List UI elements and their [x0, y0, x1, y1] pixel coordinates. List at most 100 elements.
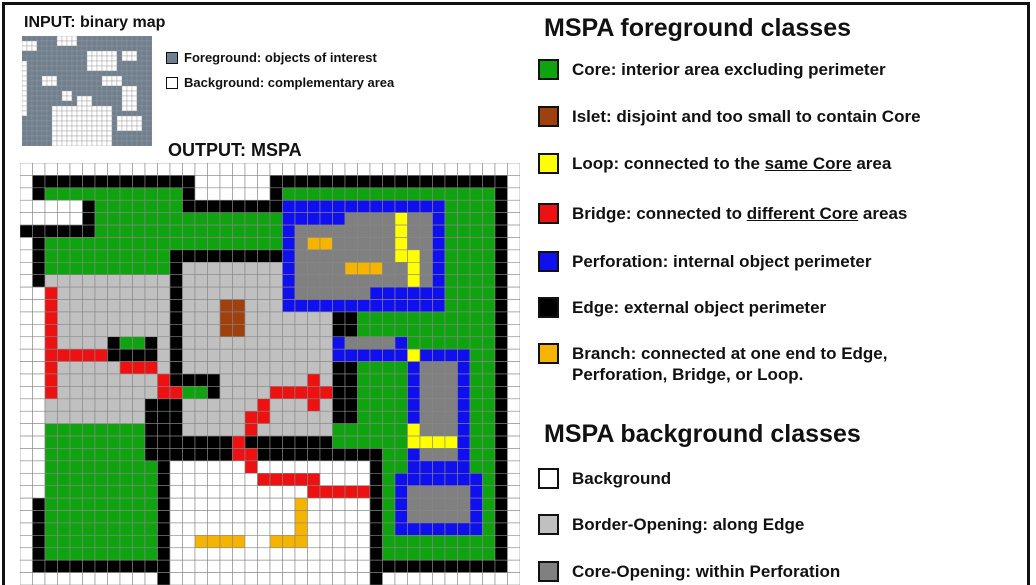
grid-cell [157, 410, 171, 424]
grid-cell [82, 522, 96, 536]
input-map-cell [111, 115, 118, 122]
grid-cell [94, 510, 108, 524]
grid-cell [507, 336, 520, 350]
input-map-cell [36, 125, 43, 132]
legend-loop-label: Loop: connected to the same Core area [572, 154, 892, 173]
grid-cell [107, 261, 121, 276]
grid-cell [332, 448, 346, 462]
input-map-cell [96, 65, 103, 72]
grid-cell [169, 386, 183, 400]
grid-cell [144, 212, 158, 226]
grid-cell [44, 510, 58, 524]
grid-cell [69, 336, 83, 350]
grid-cell [132, 559, 146, 573]
grid-cell [94, 163, 108, 176]
grid-cell [94, 535, 108, 549]
grid-cell [444, 163, 458, 176]
input-map-cell [136, 50, 143, 57]
background-class-swatch [538, 468, 559, 489]
input-map-cell [51, 40, 58, 47]
grid-cell [307, 212, 321, 226]
input-map-cell [26, 36, 33, 42]
grid-cell [207, 199, 221, 213]
input-map-cell [56, 40, 63, 47]
grid-cell [119, 311, 133, 325]
grid-cell [157, 510, 171, 524]
grid-cell [107, 212, 121, 226]
input-map-cell [22, 80, 28, 87]
grid-cell [57, 175, 71, 189]
core-swatch [538, 59, 559, 80]
grid-cell [207, 398, 221, 412]
grid-cell [244, 224, 258, 238]
grid-cell [57, 348, 71, 362]
grid-cell [207, 237, 221, 251]
grid-cell [219, 386, 233, 400]
input-map-cell [86, 85, 93, 92]
grid-cell [207, 175, 221, 189]
grid-cell [132, 373, 146, 387]
grid-cell [494, 336, 508, 350]
input-map-cell [116, 36, 123, 42]
grid-cell [494, 485, 508, 499]
grid-cell [507, 237, 520, 251]
grid-cell [57, 274, 71, 288]
grid-cell [82, 212, 96, 226]
grid-cell [57, 199, 71, 213]
grid-cell [407, 373, 421, 387]
grid-cell [207, 324, 221, 338]
input-map-cell [76, 36, 83, 42]
input-map-cell [71, 50, 78, 57]
input-map-cell [136, 70, 143, 77]
grid-cell [207, 224, 221, 238]
grid-cell [369, 348, 383, 362]
grid-cell [269, 348, 283, 362]
grid-cell [157, 386, 171, 400]
grid-cell [369, 274, 383, 288]
input-map-cell [22, 85, 28, 92]
grid-cell [232, 361, 246, 375]
perforation-swatch [538, 251, 559, 272]
input-map-cell [41, 135, 48, 142]
grid-cell [107, 497, 121, 511]
grid-cell [394, 535, 408, 549]
input-map-cell [121, 90, 128, 97]
grid-cell [107, 423, 121, 437]
grid-cell [157, 435, 171, 449]
grid-cell [244, 386, 258, 400]
input-map-cell [31, 40, 38, 47]
grid-cell [344, 460, 358, 474]
grid-cell [432, 175, 446, 189]
grid-cell [57, 187, 71, 201]
grid-cell [244, 535, 258, 549]
grid-cell [482, 423, 496, 437]
input-map-cell [111, 125, 118, 132]
input-map-cell [26, 130, 33, 137]
grid-cell [469, 435, 483, 449]
grid-cell [269, 324, 283, 338]
input-map-cell [46, 110, 53, 117]
input-map-cell [22, 105, 28, 112]
grid-cell [257, 299, 271, 313]
grid-cell [44, 572, 58, 585]
input-map-cell [36, 65, 43, 72]
grid-cell [482, 510, 496, 524]
grid-cell [44, 324, 58, 338]
grid-cell [344, 572, 358, 585]
input-map-cell [96, 115, 103, 122]
grid-cell [369, 472, 383, 487]
input-map-cell [96, 100, 103, 107]
grid-cell [307, 448, 321, 462]
input-map-cell [81, 36, 88, 42]
input-map-cell [41, 75, 48, 82]
grid-cell [357, 261, 371, 276]
grid-cell [119, 274, 133, 288]
grid-cell [219, 497, 233, 511]
input-map-cell [96, 60, 103, 67]
grid-cell [194, 163, 208, 176]
grid-cell [182, 559, 196, 573]
grid-cell [257, 261, 271, 276]
input-map-cell [91, 70, 98, 77]
input-map-cell [91, 100, 98, 107]
